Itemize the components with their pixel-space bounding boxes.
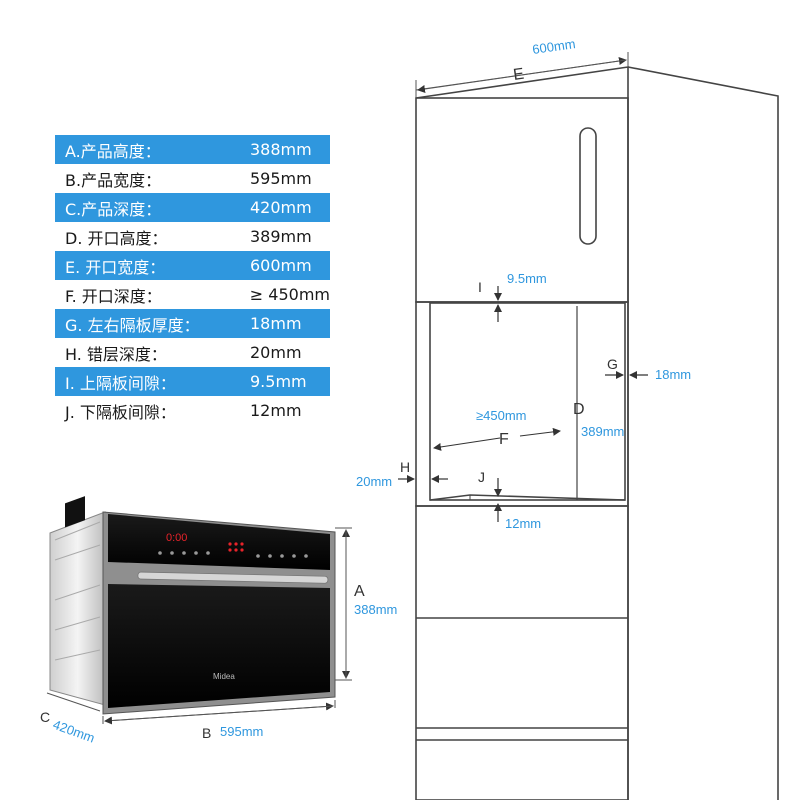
spec-label: B.产品宽度： xyxy=(65,170,162,190)
spec-value: 18mm xyxy=(250,314,302,333)
spec-row: A.产品高度： 388mm xyxy=(55,135,330,164)
spec-row: J. 下隔板间隙： 12mm xyxy=(55,396,330,425)
spec-value: 600mm xyxy=(250,256,312,275)
dim-a-letter: A xyxy=(354,583,365,600)
spec-value: 12mm xyxy=(250,401,302,420)
dim-h-value: 20mm xyxy=(356,474,392,489)
dim-e-value: 600mm xyxy=(531,36,576,57)
spec-value: 595mm xyxy=(250,169,312,188)
dim-a-value: 388mm xyxy=(354,602,397,617)
dim-a xyxy=(335,527,352,681)
spec-label: D. 开口高度： xyxy=(65,228,168,248)
spec-label: I. 上隔板间隙： xyxy=(65,373,176,393)
spec-label: C.产品深度： xyxy=(65,199,162,219)
oven-handle xyxy=(137,571,329,584)
dim-f-letter: F xyxy=(499,431,509,448)
oven-door-glass xyxy=(108,584,330,708)
spec-row: I. 上隔板间隙： 9.5mm xyxy=(55,367,330,396)
spec-value: ≥ 450mm xyxy=(249,285,330,304)
cabinet-niche-inner xyxy=(429,302,626,501)
dim-j-letter: J xyxy=(478,469,485,485)
spec-row: E. 开口宽度： 600mm xyxy=(55,251,330,280)
dim-j-value: 12mm xyxy=(505,516,541,531)
dim-c-value: 420mm xyxy=(51,717,97,746)
spec-label: J. 下隔板间隙： xyxy=(65,402,176,422)
cabinet-lower-panel xyxy=(415,505,629,800)
dim-b-value: 595mm xyxy=(220,724,263,739)
spec-value: 389mm xyxy=(250,227,312,246)
spec-label: F. 开口深度： xyxy=(65,286,162,306)
dim-f xyxy=(433,427,561,451)
dim-b xyxy=(102,700,336,725)
spec-value: 9.5mm xyxy=(250,372,307,391)
spec-row: C.产品深度： 420mm xyxy=(55,193,330,222)
dim-c xyxy=(46,692,101,712)
oven-control-panel xyxy=(108,514,330,570)
oven-brand: Midea xyxy=(213,672,235,681)
cabinet-top-right-side xyxy=(627,66,779,800)
dim-g-value: 18mm xyxy=(655,367,691,382)
cabinet-niche-frame xyxy=(415,301,629,507)
oven: 0:00 Midea xyxy=(49,496,336,715)
spec-row: H. 错层深度： 20mm xyxy=(55,338,330,367)
dim-b-letter: B xyxy=(202,725,211,741)
dim-i-value: 9.5mm xyxy=(507,271,547,286)
oven-vent xyxy=(65,496,85,528)
spec-label: H. 错层深度： xyxy=(65,344,167,364)
cabinet-handle xyxy=(579,127,597,245)
dim-i-letter: I xyxy=(478,279,482,295)
spec-row: B.产品宽度： 595mm xyxy=(55,164,330,193)
spec-value: 20mm xyxy=(250,343,302,362)
dim-c-letter: C xyxy=(40,709,50,725)
spec-value: 388mm xyxy=(250,140,312,159)
dim-d-value: 389mm xyxy=(581,424,624,439)
dim-e-letter: E xyxy=(512,66,525,84)
dim-d-letter: D xyxy=(573,401,585,418)
dim-g-letter: G xyxy=(607,356,618,372)
spec-label: E. 开口宽度： xyxy=(65,257,166,277)
oven-side xyxy=(49,511,106,706)
spec-row: D. 开口高度： 389mm xyxy=(55,222,330,251)
spec-label: G. 左右隔板厚度： xyxy=(65,315,200,335)
spec-label: A.产品高度： xyxy=(65,141,161,161)
dim-f-value: ≥450mm xyxy=(476,408,526,423)
cabinet xyxy=(415,66,779,800)
spec-value: 420mm xyxy=(250,198,312,217)
oven-display: 0:00 xyxy=(166,532,187,544)
oven-control-buttons xyxy=(158,551,308,558)
dim-e xyxy=(415,52,629,98)
spec-row: G. 左右隔板厚度： 18mm xyxy=(55,309,330,338)
dim-h-letter: H xyxy=(400,459,410,475)
spec-row: F. 开口深度： ≥ 450mm xyxy=(55,280,330,309)
